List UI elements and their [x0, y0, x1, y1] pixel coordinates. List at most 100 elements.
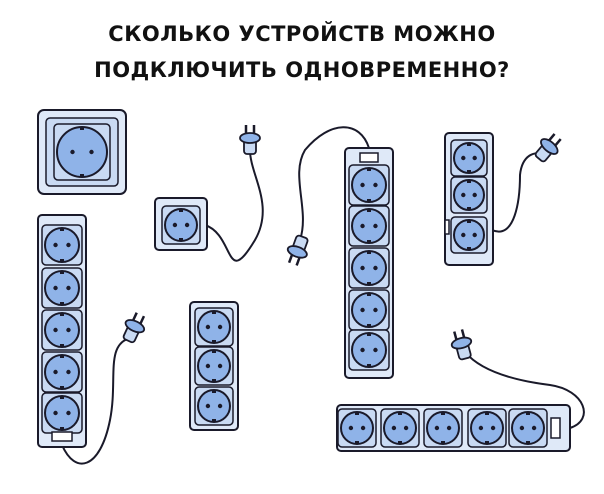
- socket-hole: [360, 223, 365, 229]
- ground-clip: [367, 240, 371, 243]
- socket-face: [197, 310, 231, 344]
- socket-hole: [434, 425, 440, 431]
- plug-pin: [139, 315, 146, 325]
- ground-clip: [60, 396, 64, 399]
- power-strip-left-5: [37, 214, 87, 448]
- wall-socket: [37, 109, 127, 195]
- socket-hole: [373, 223, 378, 229]
- plug-pin: [287, 253, 294, 264]
- socket-face: [44, 270, 80, 306]
- ground-clip: [179, 238, 183, 241]
- socket-hole: [472, 155, 477, 161]
- socket-face: [453, 142, 485, 174]
- ground-clip: [367, 293, 371, 296]
- socket-hole: [53, 285, 58, 291]
- socket-face: [340, 411, 374, 445]
- ground-clip: [60, 427, 64, 430]
- plug-head: [450, 336, 473, 350]
- ground-clip: [355, 441, 359, 444]
- socket-hole: [360, 425, 366, 431]
- socket-hole: [461, 232, 466, 238]
- ground-clip: [60, 302, 64, 305]
- ground-clip: [60, 259, 64, 262]
- question-title-line-2: ПОДКЛЮЧИТЬ ОДНОВРЕМЕННО?: [94, 58, 510, 82]
- socket-hole: [66, 242, 71, 248]
- socket-face: [351, 332, 387, 368]
- plug-pin: [553, 138, 562, 147]
- socket-hole: [519, 425, 525, 431]
- power-strip-small-3: [189, 301, 239, 431]
- socket-hole: [360, 347, 365, 353]
- plug: [122, 312, 146, 344]
- ground-clip: [212, 379, 216, 382]
- socket-hole: [373, 347, 378, 353]
- ground-clip: [355, 412, 359, 415]
- plug-head: [540, 138, 559, 155]
- power-switch: [550, 417, 561, 439]
- socket-hole: [373, 307, 378, 313]
- socket-hole: [53, 410, 58, 416]
- question-title-line-1: СКОЛЬКО УСТРОЙСТВ МОЖНО: [108, 22, 496, 46]
- ground-clip: [467, 180, 471, 183]
- socket-face: [426, 411, 460, 445]
- socket-face: [164, 208, 198, 242]
- plug-pin: [460, 329, 466, 339]
- ground-clip: [212, 390, 216, 393]
- socket-face: [44, 227, 80, 263]
- socket-face: [351, 292, 387, 328]
- socket-hole: [66, 327, 71, 333]
- socket-hole: [360, 182, 365, 188]
- ground-clip: [367, 168, 371, 171]
- socket-hole: [446, 425, 452, 431]
- socket-face: [56, 126, 108, 178]
- socket-hole: [478, 425, 484, 431]
- plug: [450, 329, 473, 361]
- power-strip-horizontal-5: [336, 404, 571, 452]
- ground-clip: [367, 282, 371, 285]
- socket-hole: [66, 410, 71, 416]
- ground-clip: [485, 412, 489, 415]
- ground-clip: [367, 251, 371, 254]
- plug: [286, 234, 309, 266]
- ground-clip: [60, 313, 64, 316]
- ground-clip: [60, 355, 64, 358]
- socket-face: [44, 395, 80, 431]
- power-strip-center-5: [344, 147, 394, 379]
- power-strip-right-3: [444, 132, 494, 266]
- socket-hole: [66, 369, 71, 375]
- ground-clip: [467, 143, 471, 146]
- ground-clip: [398, 441, 402, 444]
- single-socket-extension: [154, 197, 208, 251]
- socket-hole: [461, 192, 466, 198]
- ground-clip: [485, 441, 489, 444]
- ground-clip: [80, 174, 84, 177]
- power-switch: [359, 152, 379, 163]
- socket-hole: [217, 324, 223, 330]
- socket-hole: [205, 403, 211, 409]
- plug-pin: [131, 312, 138, 322]
- socket-hole: [172, 222, 178, 228]
- socket-hole: [403, 425, 409, 431]
- ground-clip: [60, 344, 64, 347]
- ground-clip: [80, 127, 84, 130]
- ground-clip: [467, 220, 471, 223]
- ground-clip: [212, 350, 216, 353]
- power-switch: [51, 431, 73, 442]
- ground-clip: [526, 412, 530, 415]
- socket-face: [470, 411, 504, 445]
- socket-hole: [461, 155, 466, 161]
- socket-hole: [360, 307, 365, 313]
- socket-hole: [472, 232, 477, 238]
- ground-clip: [179, 209, 183, 212]
- ground-clip: [212, 311, 216, 314]
- socket-face: [453, 179, 485, 211]
- socket-face: [197, 389, 231, 423]
- ground-clip: [212, 340, 216, 343]
- ground-clip: [441, 412, 445, 415]
- plug: [239, 125, 261, 155]
- socket-hole: [70, 149, 75, 155]
- socket-face: [383, 411, 417, 445]
- ground-clip: [441, 441, 445, 444]
